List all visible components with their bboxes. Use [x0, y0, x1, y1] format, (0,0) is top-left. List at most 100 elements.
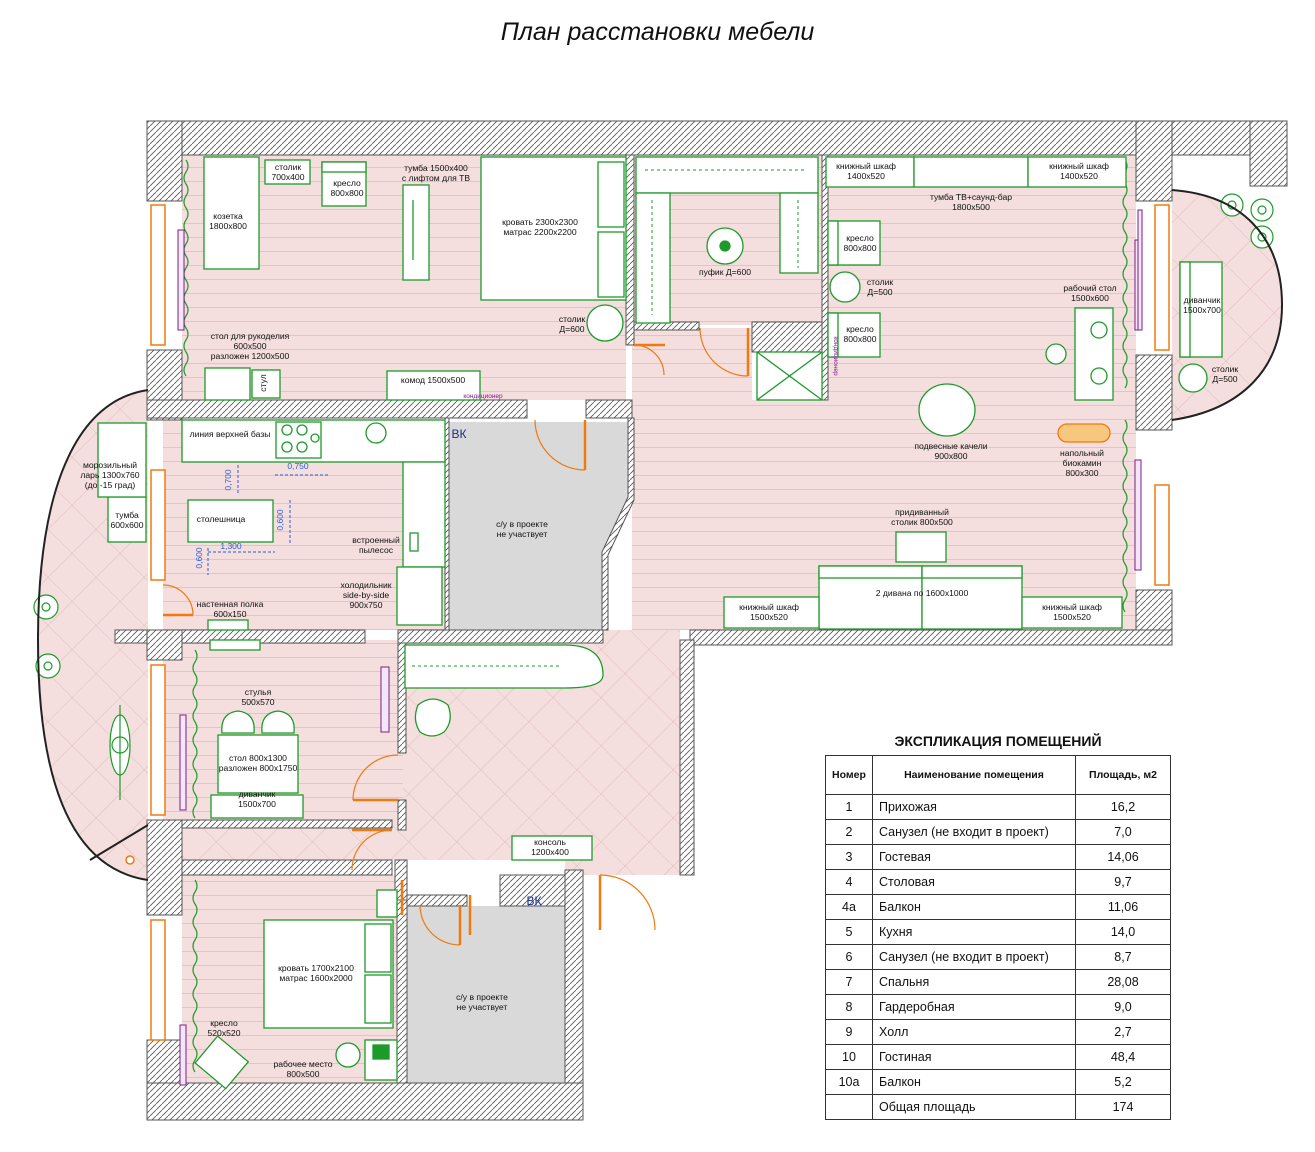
- dim-600-b: 0,600: [194, 547, 204, 569]
- explication-header-row: Номер Наименование помещения Площадь, м2: [825, 755, 1171, 795]
- row-number: 4: [825, 869, 873, 895]
- label-vk-2: ВК: [527, 894, 542, 908]
- floor-bathroom-1: [448, 422, 628, 630]
- row-room-name: Балкон: [872, 1069, 1076, 1095]
- tumba-tv-soundbar: [913, 156, 1029, 188]
- floor-entrance: [403, 630, 680, 875]
- label-vk-1: ВК: [452, 427, 467, 441]
- row-number: [825, 1094, 873, 1120]
- row-room-name: Гардеробная: [872, 994, 1076, 1020]
- row-room-name: Санузел (не входит в проект): [872, 944, 1076, 970]
- konsol: [511, 835, 593, 861]
- row-number: 2: [825, 819, 873, 845]
- row-area: 9,7: [1075, 869, 1171, 895]
- row-number: 5: [825, 919, 873, 945]
- kn-shkaf-1500-b: [1021, 596, 1123, 629]
- row-number: 1: [825, 794, 873, 820]
- stolik-d500-b: [1178, 363, 1208, 393]
- kn-shkaf-1400-b: [1027, 156, 1127, 188]
- col-number: Номер: [825, 755, 873, 795]
- stolik-d600: [586, 304, 624, 342]
- stul: [251, 369, 281, 399]
- row-room-name: Прихожая: [872, 794, 1076, 820]
- row-room-name: Столовая: [872, 869, 1076, 895]
- row-area: 11,06: [1075, 894, 1171, 920]
- row-number: 10: [825, 1044, 873, 1070]
- row-area: 8,7: [1075, 944, 1171, 970]
- row-area: 28,08: [1075, 969, 1171, 995]
- row-area: 174: [1075, 1094, 1171, 1120]
- kn-shkaf-1500-a: [723, 596, 820, 629]
- row-area: 16,2: [1075, 794, 1171, 820]
- label-stul: стул: [258, 374, 268, 391]
- label-kond-2: кондиционер: [832, 336, 839, 376]
- row-area: 7,0: [1075, 819, 1171, 845]
- row-room-name: Санузел (не входит в проект): [872, 819, 1076, 845]
- row-number: 9: [825, 1019, 873, 1045]
- row-area: 48,4: [1075, 1044, 1171, 1070]
- dim-600-a: 0,600: [275, 509, 285, 531]
- page-title: План расстановки мебели: [500, 18, 815, 46]
- curtains: [183, 159, 1128, 1073]
- kacheli: [918, 383, 976, 437]
- stolik-d500-a: [829, 271, 861, 303]
- label-kond-1: кондиционер: [463, 393, 503, 400]
- dim-700: 0,700: [223, 469, 233, 491]
- col-room-name: Наименование помещения: [872, 755, 1076, 795]
- row-room-name: Спальня: [872, 969, 1076, 995]
- dim-750: 0,750: [287, 461, 309, 471]
- col-area: Площадь, м2: [1075, 755, 1171, 795]
- holod: [396, 566, 443, 626]
- stolik-700x400: [264, 159, 311, 185]
- dim-1300: 1,300: [220, 541, 242, 551]
- explication-title: ЭКСПЛИКАЦИЯ ПОМЕЩЕНИЙ: [894, 733, 1102, 749]
- komod: [386, 370, 481, 401]
- row-area: 2,7: [1075, 1019, 1171, 1045]
- divanchik-dining: [210, 794, 304, 819]
- label-divany: 2 дивана по 1600х1000: [876, 588, 969, 598]
- kozetka: [203, 156, 260, 270]
- floor-balcony-east: [1172, 190, 1282, 420]
- ac-units: [177, 209, 1143, 1086]
- biokamin: [1057, 423, 1111, 443]
- explication: ЭКСПЛИКАЦИЯ ПОМЕЩЕНИЙ Номер Наименование…: [825, 733, 1171, 1120]
- row-number: 4а: [825, 894, 873, 920]
- stoleshnica: [187, 499, 274, 543]
- stol-rukodelia: [204, 367, 251, 401]
- stol-din: [217, 734, 299, 794]
- row-room-name: Балкон: [872, 894, 1076, 920]
- floor-hall-strip: [632, 328, 752, 400]
- row-number: 8: [825, 994, 873, 1020]
- row-room-name: Гостиная: [872, 1044, 1076, 1070]
